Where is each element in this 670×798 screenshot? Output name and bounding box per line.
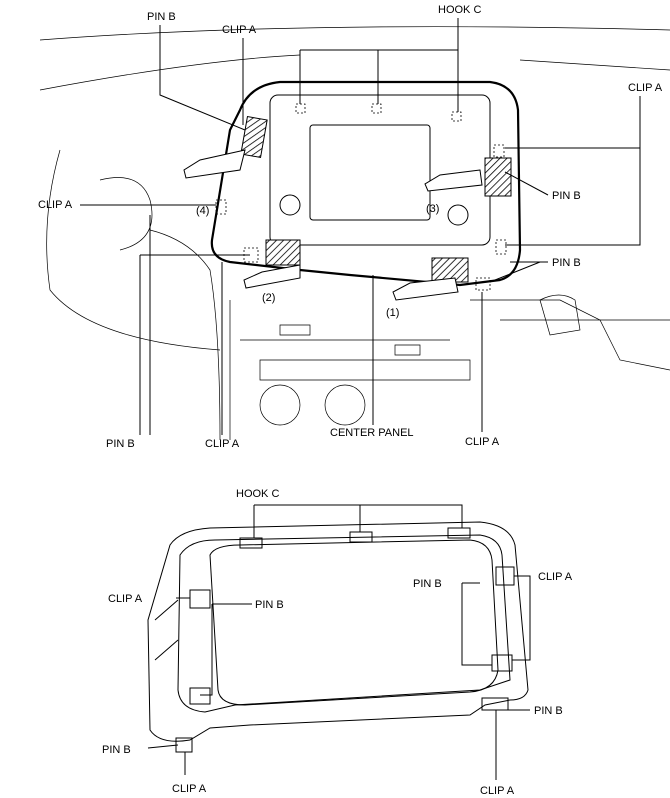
step-label-1: (1) — [386, 307, 399, 319]
arrow-3 — [424, 169, 483, 192]
label-pin-b: PIN B — [552, 190, 581, 202]
leader-lines-top — [80, 18, 641, 435]
label-pin-b: PIN B — [255, 599, 284, 611]
leader-lines-bottom — [147, 504, 531, 780]
label-clip-a: CLIP A — [222, 24, 257, 36]
arrow-1 — [392, 277, 459, 301]
center-panel-outline — [183, 80, 522, 301]
label-pin-b: PIN B — [534, 705, 563, 717]
arrow-4 — [183, 149, 246, 179]
label-clip-a: CLIP A — [38, 199, 73, 211]
label-clip-a: CLIP A — [480, 785, 515, 797]
label-pin-b: PIN B — [102, 744, 131, 756]
step-label-2: (2) — [262, 292, 275, 304]
label-pin-b: PIN B — [552, 257, 581, 269]
label-clip-a: CLIP A — [205, 438, 240, 450]
arrow-2 — [243, 264, 301, 289]
center-panel-rear-drawing — [147, 521, 529, 753]
label-pin-b: PIN B — [106, 438, 135, 450]
dashboard-drawing — [39, 26, 670, 441]
label-hook-c: HOOK C — [236, 488, 279, 500]
label-pin-b: PIN B — [413, 578, 442, 590]
step-label-4: (4) — [196, 205, 209, 217]
label-clip-a: CLIP A — [538, 571, 573, 583]
label-center-panel: CENTER PANEL — [330, 427, 414, 439]
step-label-3: (3) — [426, 203, 439, 215]
label-hook-c: HOOK C — [438, 4, 481, 16]
label-pin-b: PIN B — [147, 11, 176, 23]
label-clip-a: CLIP A — [172, 783, 207, 795]
label-clip-a: CLIP A — [108, 593, 143, 605]
label-clip-a: CLIP A — [465, 436, 500, 448]
label-clip-a: CLIP A — [628, 82, 663, 94]
